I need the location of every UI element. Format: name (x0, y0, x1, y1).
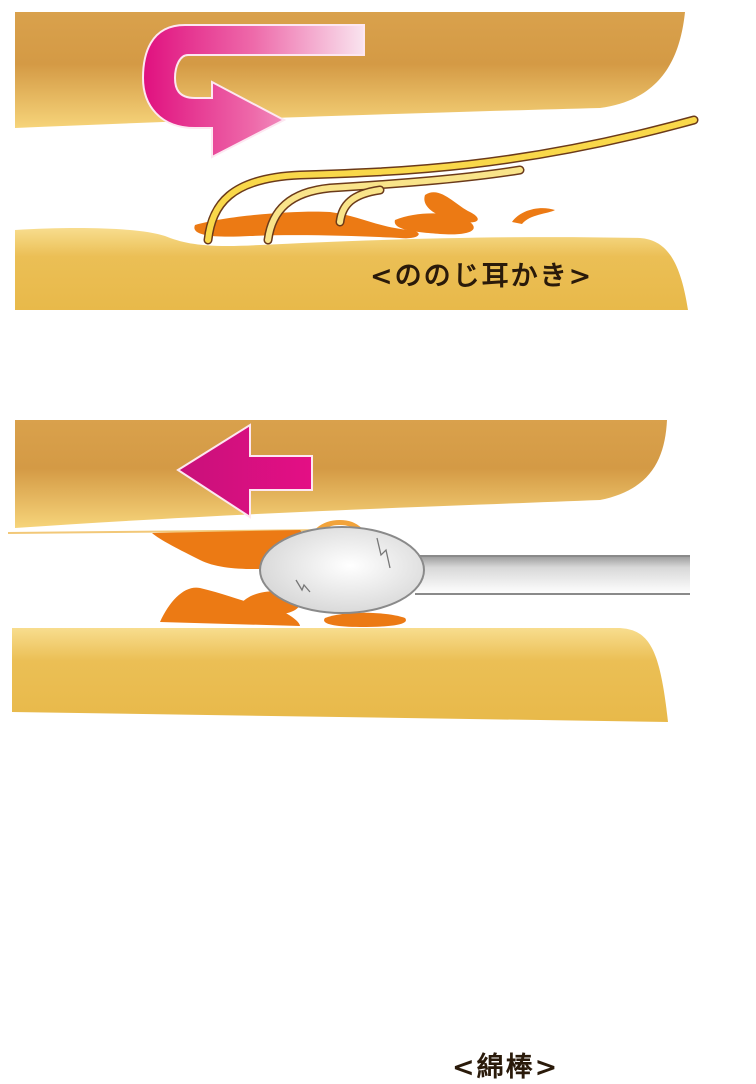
cotton-swab-illustration (7, 420, 690, 722)
spiral-earpick-icon (203, 115, 699, 245)
earwax (194, 192, 555, 239)
lower-canal-wall (12, 628, 668, 722)
lower-canal-wall (15, 228, 688, 310)
earpick-label: <ののじ耳かき> (370, 261, 594, 292)
earpick-illustration (15, 12, 699, 310)
upper-canal-wall (15, 420, 667, 528)
left-arrow-icon (176, 423, 313, 519)
cotton-swab-panel: <綿棒> (0, 400, 756, 1083)
cotton-swab-icon (259, 526, 690, 614)
earpick-panel: <ののじ耳かき> (0, 0, 756, 330)
curved-return-arrow-icon (141, 24, 365, 159)
cotton-swab-label: <綿棒> (452, 1052, 560, 1083)
